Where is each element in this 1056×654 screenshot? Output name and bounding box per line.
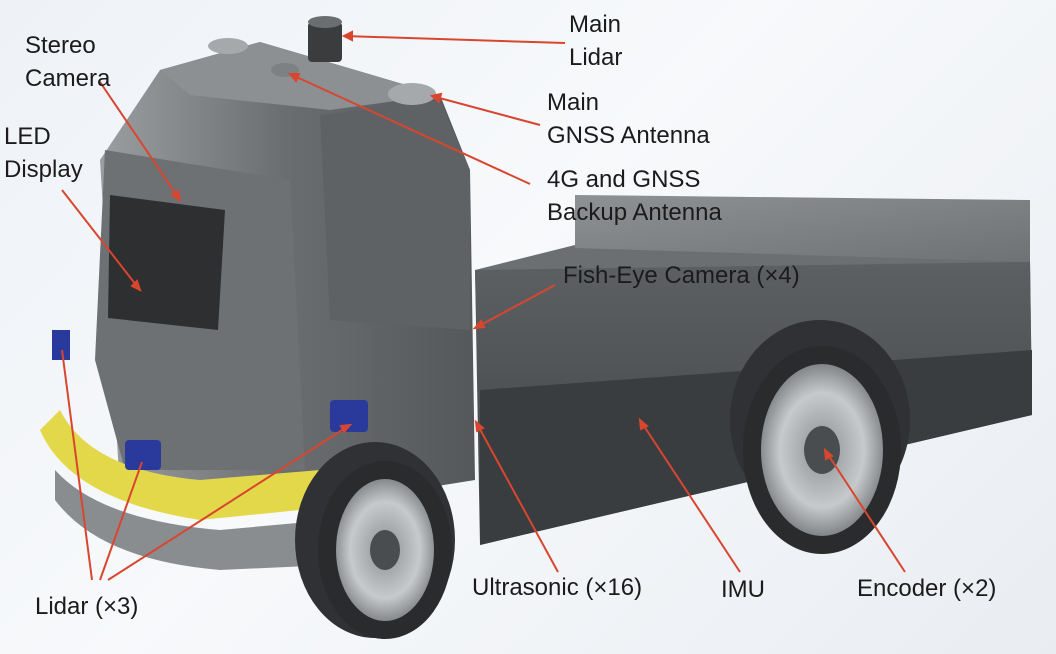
label-encoder: Encoder (×2)	[857, 572, 996, 605]
lidar-left	[52, 330, 70, 360]
led-display-screen	[108, 195, 225, 330]
arrow-main-gnss	[429, 92, 443, 104]
leader-main-lidar	[343, 35, 566, 44]
leader-led-display	[61, 189, 141, 291]
front-hub	[370, 530, 400, 570]
front-lidars	[52, 330, 368, 470]
rear-hub	[804, 426, 840, 474]
label-stereo-camera: Stereo Camera	[25, 29, 110, 95]
label-main-lidar: Main Lidar	[569, 8, 622, 74]
leader-lidar-right	[107, 424, 351, 581]
label-lidar-text: Lidar (×3)	[35, 593, 139, 620]
label-lidar: Lidar (×3)	[35, 590, 138, 623]
label-main-gnss: Main GNSS Antenna	[547, 86, 710, 152]
main-lidar-unit	[308, 22, 342, 62]
label-encoder-text: Encoder (×2)	[857, 575, 997, 602]
leader-backup-antenna	[289, 73, 531, 185]
cab	[95, 42, 475, 500]
cab-roof	[160, 42, 440, 110]
label-stereo-camera-line1: Stereo	[25, 32, 96, 59]
label-ultrasonic: Ultrasonic (×16)	[472, 571, 642, 604]
leader-lidar-left	[61, 349, 93, 581]
label-main-gnss-line2: GNSS Antenna	[547, 122, 710, 149]
lidar-center	[125, 440, 161, 470]
label-main-gnss-line1: Main	[547, 89, 600, 116]
arrow-main-lidar	[341, 30, 353, 42]
label-fisheye-text: Fish-Eye Camera (×4)	[563, 262, 800, 289]
arrow-encoder	[823, 447, 834, 461]
leader-stereo-camera	[99, 81, 181, 201]
front-bumper	[40, 410, 330, 570]
rear-wheel	[730, 320, 910, 554]
label-led-display-line2: Display	[4, 156, 83, 183]
label-imu-text: IMU	[721, 576, 765, 603]
label-backup-antenna: 4G and GNSS Backup Antenna	[547, 163, 722, 229]
cab-side-window	[320, 100, 470, 330]
leader-imu	[639, 419, 741, 573]
leader-fisheye	[474, 284, 556, 329]
arrow-imu	[638, 417, 649, 431]
bumper-lower	[55, 470, 330, 570]
roof-sensors	[208, 16, 436, 105]
label-stereo-camera-line2: Camera	[25, 65, 111, 92]
arrow-led-display	[130, 279, 142, 292]
leader-ultrasonic	[475, 421, 559, 573]
label-main-lidar-line2: Lidar	[569, 44, 623, 71]
arrow-backup-antenna	[287, 73, 301, 83]
lidar-right	[330, 400, 368, 432]
label-backup-antenna-line1: 4G and GNSS	[547, 166, 701, 193]
arrow-lidar-right	[339, 423, 353, 434]
leader-encoder	[824, 449, 906, 573]
arrow-ultrasonic	[474, 419, 485, 433]
label-imu: IMU	[721, 573, 765, 606]
label-led-display-line1: LED	[4, 123, 51, 150]
leader-lines	[61, 30, 906, 581]
label-led-display: LED Display	[4, 120, 83, 186]
roof-dome	[208, 38, 248, 54]
arrow-stereo-camera	[170, 189, 182, 203]
bumper-yellow-strip	[40, 410, 320, 520]
main-lidar-top	[308, 16, 342, 28]
arrow-fisheye	[472, 319, 486, 330]
bed-deck	[575, 195, 1030, 262]
front-wheel	[295, 442, 455, 639]
leader-main-gnss	[431, 95, 541, 126]
leader-lidar-center	[99, 461, 143, 581]
label-fisheye: Fish-Eye Camera (×4)	[563, 259, 800, 292]
main-gnss-antenna-unit	[388, 83, 436, 105]
label-ultrasonic-text: Ultrasonic (×16)	[472, 574, 643, 601]
label-backup-antenna-line2: Backup Antenna	[547, 199, 722, 226]
label-main-lidar-line1: Main	[569, 11, 622, 38]
